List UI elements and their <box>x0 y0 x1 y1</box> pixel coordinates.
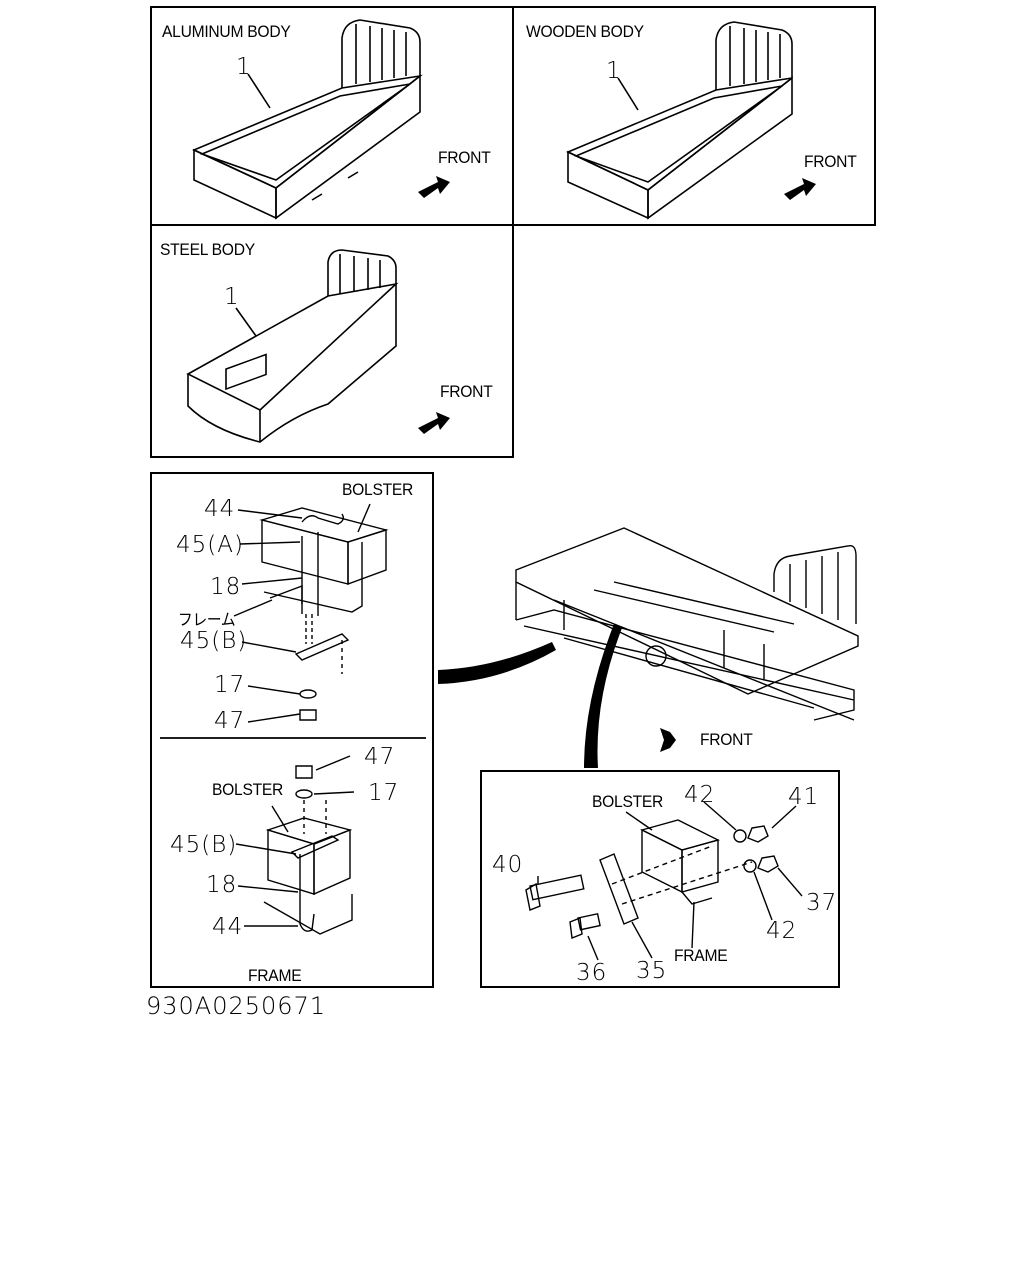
steel-body-panel: STEEL BODY 1 FRONT <box>150 224 514 458</box>
aluminum-body-drawing <box>192 19 450 220</box>
bolster-label: BOLSTER <box>342 480 414 499</box>
callout-37: 37 <box>806 890 838 916</box>
bolster-label: BOLSTER <box>592 792 664 811</box>
bolster-label-lower: BOLSTER <box>212 780 284 799</box>
steel-body-drawing <box>186 249 450 443</box>
chassis-drawing <box>438 527 859 768</box>
part-callout: 1 <box>606 58 622 84</box>
aluminum-body-panel: ALUMINUM BODY 1 FRONT <box>150 6 514 226</box>
part-callout: 1 <box>236 54 252 80</box>
callout-47-lower: 47 <box>364 744 396 770</box>
frame-label: FRAME <box>674 946 728 965</box>
callout-45b-lower: 45(B) <box>170 832 238 858</box>
front-label: FRONT <box>804 152 857 171</box>
callout-18-lower: 18 <box>206 872 238 898</box>
frame-jp-label: フレーム <box>178 612 236 629</box>
panel-title: WOODEN BODY <box>526 22 644 41</box>
callout-18: 18 <box>210 574 242 600</box>
callout-45a: 45(A) <box>176 532 244 558</box>
panel-title: STEEL BODY <box>160 240 255 259</box>
callout-35: 35 <box>636 958 668 984</box>
callout-44-lower: 44 <box>212 914 244 940</box>
callout-44: 44 <box>204 496 236 522</box>
callout-40: 40 <box>492 852 524 878</box>
front-label: FRONT <box>438 148 491 167</box>
callout-42-bottom: 42 <box>766 918 798 944</box>
mount-detail-a-panel: BOLSTER 44 45(A) 18 フレーム 45(B) 17 47 47 … <box>150 472 434 988</box>
mount-detail-a-drawing <box>160 503 426 935</box>
callout-42-top: 42 <box>684 782 716 808</box>
drawing-number: 930A0250671 <box>146 992 327 1020</box>
callout-47: 47 <box>214 708 246 734</box>
mount-detail-b-panel: BOLSTER 42 41 40 37 42 FRAME 36 35 <box>480 770 840 988</box>
callout-41: 41 <box>788 784 820 810</box>
callout-36: 36 <box>576 960 608 986</box>
front-label: FRONT <box>700 730 753 749</box>
chassis-overview: FRONT <box>434 520 874 770</box>
callout-45b: 45(B) <box>180 628 248 654</box>
mount-detail-b-drawing <box>525 801 803 961</box>
callout-17: 17 <box>214 672 246 698</box>
frame-label-lower: FRAME <box>248 966 302 985</box>
wooden-body-panel: WOODEN BODY 1 FRONT <box>512 6 876 226</box>
panel-title: ALUMINUM BODY <box>162 22 291 41</box>
front-label: FRONT <box>440 382 493 401</box>
part-callout: 1 <box>224 284 240 310</box>
callout-17-lower: 17 <box>368 780 400 806</box>
wooden-body-drawing <box>566 21 816 220</box>
